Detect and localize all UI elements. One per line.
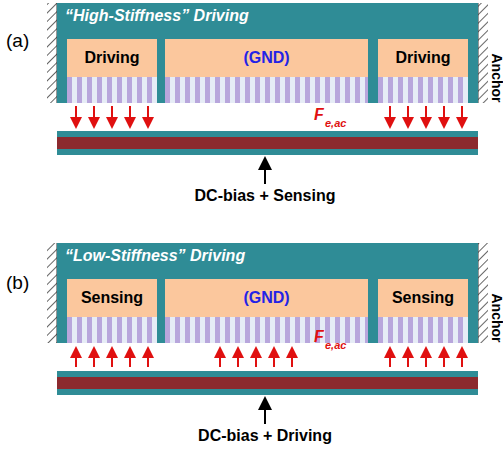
terminal-label: DC-bias + Sensing (195, 187, 336, 205)
force-arrow (461, 106, 463, 127)
force-arrow (111, 106, 113, 127)
force-arrow (291, 348, 293, 367)
force-arrow (237, 348, 239, 367)
panel-heading: “Low-Stiffness” Driving (65, 247, 245, 265)
force-arrow (461, 348, 463, 367)
force-arrow (255, 348, 257, 367)
anchor-hatch (47, 243, 57, 343)
electrode-label: (GND) (243, 289, 289, 307)
panel-heading: “High-Stiffness” Driving (65, 7, 249, 25)
force-arrow (389, 106, 391, 127)
terminal-label: DC-bias + Driving (198, 427, 332, 445)
force-subscript: e,ac (325, 339, 346, 351)
force-arrow (93, 106, 95, 127)
comb-fingers (67, 317, 157, 343)
anchor-label: Anchor (488, 293, 503, 342)
force-arrow (147, 106, 149, 127)
anchor-hatch (478, 3, 488, 103)
anchor-hatch (47, 3, 57, 103)
comb-fingers (67, 77, 157, 103)
comb-electrode: Driving (67, 39, 157, 77)
anchor-hatch (478, 243, 488, 343)
force-arrow (443, 348, 445, 367)
force-symbol: F (314, 106, 324, 124)
comb-electrode: Sensing (378, 279, 468, 317)
panel-letter: (b) (6, 272, 29, 294)
force-arrow (129, 106, 131, 127)
ground-electrode: (GND) (165, 279, 368, 317)
force-arrow (425, 106, 427, 127)
force-arrow (407, 348, 409, 367)
force-arrow (111, 348, 113, 367)
anchor-label: Anchor (488, 53, 503, 102)
electrode-label: (GND) (243, 49, 289, 67)
bias-arrow (264, 158, 266, 184)
force-arrow (75, 106, 77, 127)
comb-fingers (378, 317, 468, 343)
force-arrow (443, 106, 445, 127)
comb-fingers (165, 77, 368, 103)
force-arrow (147, 348, 149, 367)
force-arrow (273, 348, 275, 367)
force-arrow (407, 106, 409, 127)
comb-fingers (378, 77, 468, 103)
comb-electrode: Sensing (67, 279, 157, 317)
force-symbol: F (314, 328, 324, 346)
electrode-label: Driving (84, 49, 139, 67)
force-arrow (75, 348, 77, 367)
bias-arrow (264, 398, 266, 424)
force-arrow (93, 348, 95, 367)
electrode-label: Sensing (81, 289, 143, 307)
force-arrow (219, 348, 221, 367)
comb-electrode: Driving (378, 39, 468, 77)
force-subscript: e,ac (325, 117, 346, 129)
resonator-beam (57, 131, 478, 155)
ground-electrode: (GND) (165, 39, 368, 77)
resonator-beam (57, 371, 478, 395)
electrode-label: Driving (395, 49, 450, 67)
force-arrow (129, 348, 131, 367)
force-arrow (389, 348, 391, 367)
force-arrow (425, 348, 427, 367)
panel-letter: (a) (6, 30, 29, 52)
electrode-frame: “High-Stiffness” DrivingDriving (GND) Driv… (57, 3, 478, 103)
electrode-frame: “Low-Stiffness” DrivingSensing (GND) Sensi… (57, 243, 478, 343)
electrode-label: Sensing (392, 289, 454, 307)
